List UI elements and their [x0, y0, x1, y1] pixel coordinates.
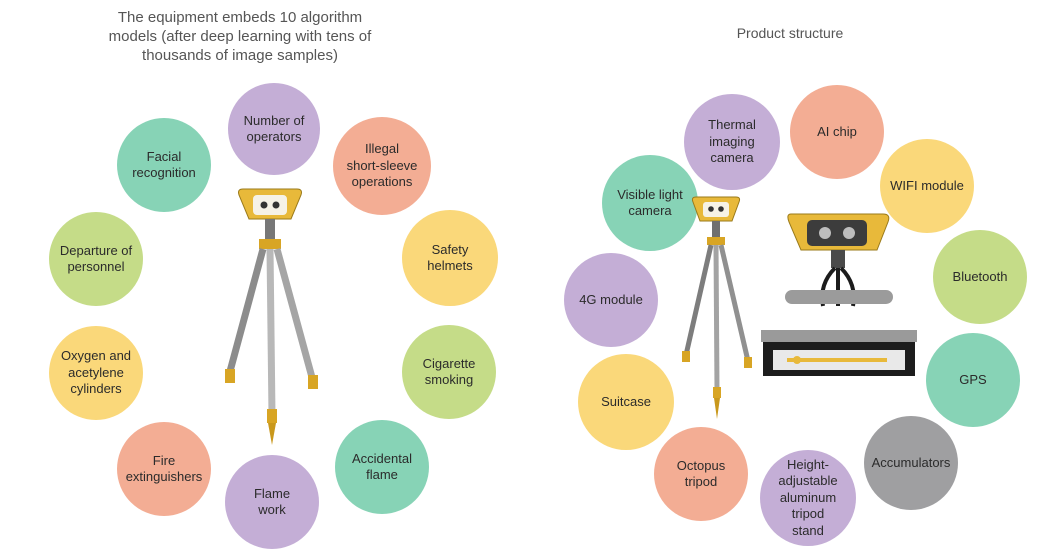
bubble-suitcase: Suitcase	[578, 354, 674, 450]
bubble-gps: GPS	[926, 333, 1020, 427]
right-panel-title: Product structure	[736, 25, 844, 41]
tripod-camera-image	[225, 188, 318, 445]
left-panel-title: The equipment embeds 10 algorithm models…	[108, 9, 372, 64]
bubble-number-of-operators: Number of operators	[228, 83, 320, 175]
bubble-thermal-imaging-camera: Thermal imaging camera	[684, 94, 780, 190]
bubble-bluetooth: Bluetooth	[933, 230, 1027, 324]
bubble-accumulators: Accumulators	[864, 416, 958, 510]
bubble-facial-recognition: Facial recognition	[117, 118, 211, 212]
camera-head-image	[785, 213, 893, 307]
bubble-height-adjustable-tripod: Height- adjustable aluminum tripod stand	[760, 450, 856, 546]
bubble-departure-of-personnel: Departure of personnel	[49, 212, 143, 306]
bubble-ai-chip: AI chip	[790, 85, 884, 179]
bubble-accidental-flame: Accidental flame	[335, 420, 429, 514]
bubble-safety-helmets: Safety helmets	[402, 210, 498, 306]
bubble-fire-extinguishers: Fire extinguishers	[117, 422, 211, 516]
bubble-4g-module: 4G module	[564, 253, 658, 347]
bubble-visible-light-camera: Visible light camera	[602, 155, 698, 251]
suitcase-image	[761, 330, 917, 376]
bubble-flame-work: Flame work	[225, 455, 319, 549]
bubble-octopus-tripod: Octopus tripod	[654, 427, 748, 521]
bubble-wifi-module: WIFI module	[880, 139, 974, 233]
bubble-illegal-short-sleeve: Illegal short-sleeve operations	[333, 117, 431, 215]
small-tripod-image	[682, 196, 752, 419]
bubble-oxygen-acetylene: Oxygen and acetylene cylinders	[49, 326, 143, 420]
bubble-cigarette-smoking: Cigarette smoking	[402, 325, 496, 419]
